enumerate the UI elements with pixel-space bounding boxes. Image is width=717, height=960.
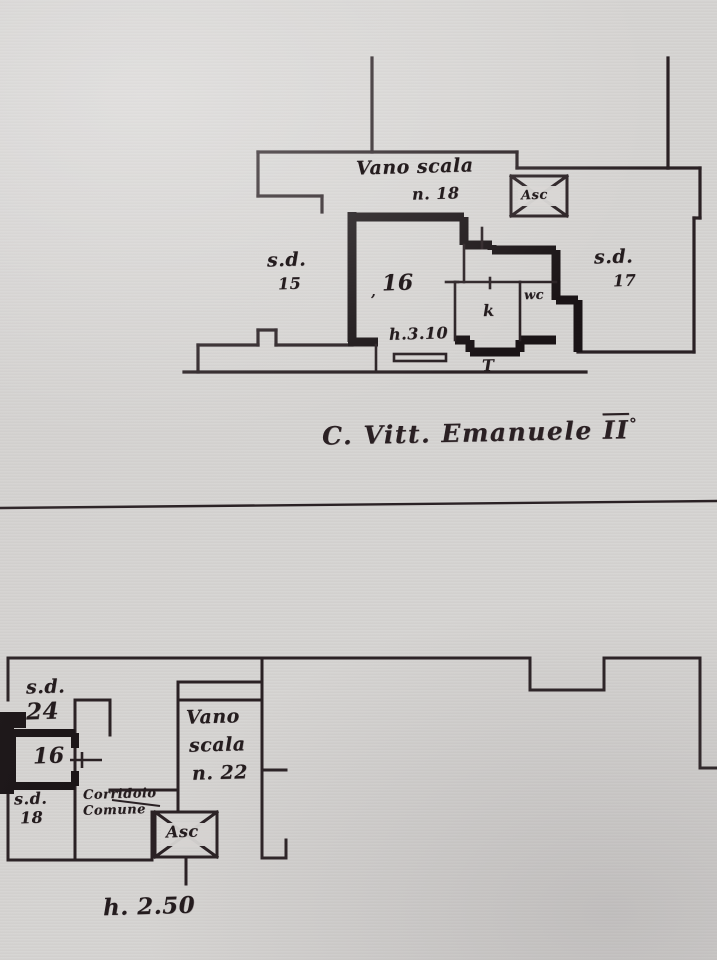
- kitchen-label: k: [482, 300, 495, 321]
- upper-main-unit-number: 16: [381, 269, 414, 297]
- lower-stairwell-label-line1: Vano: [185, 705, 241, 729]
- corridor-leader-line: [111, 799, 161, 807]
- street-caption-roman: II: [602, 415, 630, 445]
- upper-envelope-walls: [182, 56, 702, 374]
- lower-unit-18-label-line2: 18: [19, 807, 44, 828]
- lower-stairwell-label-line3: n. 22: [191, 761, 249, 785]
- upper-stairwell-label-line2: n. 18: [411, 183, 460, 204]
- upper-balconies: [374, 343, 448, 374]
- street-caption-degree: °: [628, 414, 639, 433]
- lower-unit-24-label-line2: 24: [25, 697, 60, 726]
- lower-elevator-label-mask: [161, 823, 211, 846]
- apartment-16-structural-walls: [347, 212, 583, 357]
- upper-elevator-label-mask: [518, 186, 560, 206]
- upper-ceiling-height-label: h.3.10: [388, 323, 449, 344]
- bathroom-label: wc: [523, 287, 545, 304]
- lower-ceiling-height-label: h. 2.50: [102, 891, 196, 922]
- corridor-label-line1: Corridoio: [82, 785, 157, 804]
- corridor-label-line2: Comune: [82, 802, 147, 819]
- terrace-label: T: [481, 355, 495, 376]
- upper-elevator-label: Asc: [520, 187, 549, 204]
- plan-separator-line: [0, 499, 717, 510]
- apartment-16-interior-partitions: [444, 226, 558, 342]
- lower-elevator-label: Asc: [165, 821, 199, 842]
- upper-left-unit-label-line2: 15: [277, 273, 302, 294]
- lower-unit-24-label-line1: s.d.: [25, 675, 66, 699]
- lower-unit-18-label-line1: s.d.: [13, 788, 48, 809]
- upper-right-unit-label-line1: s.d.: [593, 245, 634, 269]
- upper-main-unit-prefix: ,: [370, 284, 377, 301]
- lower-unit-16-party-wall: [0, 726, 14, 794]
- upper-stairwell-label-line1: Vano scala: [355, 154, 474, 180]
- lower-main-unit-number: 16: [32, 742, 65, 770]
- lower-stairwell-label-line2: scala: [188, 733, 246, 757]
- lower-wall-stub: [0, 712, 26, 728]
- upper-right-unit-label-line2: 17: [612, 270, 637, 291]
- upper-left-unit-label-line1: s.d.: [266, 248, 307, 272]
- lower-envelope-walls: [6, 656, 717, 862]
- street-caption-prefix: C. Vitt. Emanuele: [321, 415, 604, 451]
